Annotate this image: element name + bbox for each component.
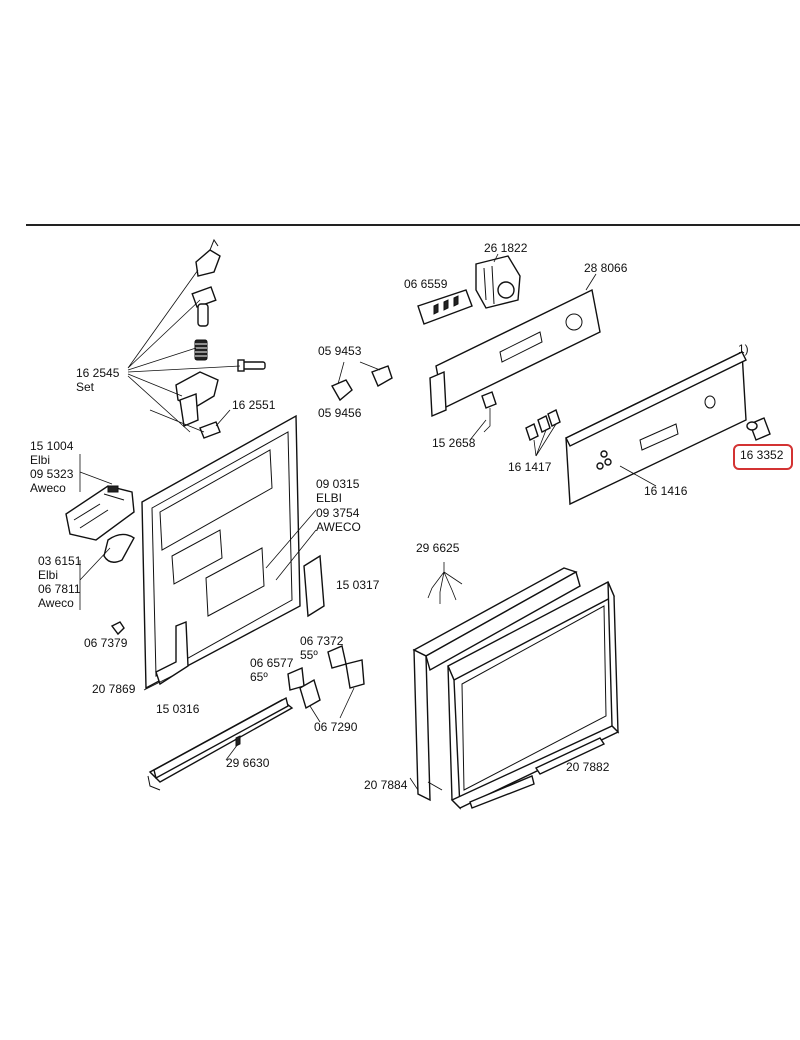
label-261822: 26 1822 — [484, 241, 528, 255]
hinge-set-parts — [175, 238, 266, 439]
label-65-deg: 65º — [250, 670, 268, 684]
label-090315: 09 0315 — [316, 477, 360, 491]
control-panel-frame — [429, 273, 601, 418]
label-aweco-1: Aweco — [30, 481, 66, 495]
door-outer-frame — [412, 567, 581, 802]
door-inner-panel — [141, 414, 325, 691]
control-facia — [565, 350, 747, 506]
knob-part-163352 — [746, 417, 771, 441]
label-152658: 15 2658 — [432, 436, 476, 450]
label-296630: 29 6630 — [226, 756, 270, 770]
switch-parts — [287, 361, 393, 723]
label-207869: 20 7869 — [92, 682, 136, 696]
header-rule — [26, 224, 800, 226]
label-067811: 06 7811 — [38, 582, 81, 596]
label-150316: 15 0316 — [156, 702, 200, 716]
label-036151: 03 6151 — [38, 554, 82, 568]
label-162551: 16 2551 — [232, 398, 276, 412]
label-067372: 06 7372 — [300, 634, 344, 648]
label-55-deg: 55º — [300, 648, 318, 662]
door-inner-frame — [447, 581, 620, 810]
label-elbi-1: Elbi — [30, 453, 51, 467]
programmer-module — [475, 253, 521, 309]
label-elbi-2: Elbi — [38, 568, 59, 582]
label-059456: 05 9456 — [318, 406, 362, 420]
label-059453: 05 9453 — [318, 344, 362, 358]
wiring-harness — [409, 562, 463, 791]
hinge-spring — [194, 339, 208, 361]
label-207884: 20 7884 — [364, 778, 408, 792]
label-footnote-1: 1) — [738, 342, 749, 356]
label-296625: 29 6625 — [416, 541, 460, 555]
label-163352: 16 3352 — [740, 448, 784, 462]
label-aweco-caps: AWECO — [316, 520, 361, 534]
wire-connector — [469, 391, 497, 441]
label-066559: 06 6559 — [404, 277, 448, 291]
label-067290: 06 7290 — [314, 720, 358, 734]
programme-knobs — [525, 409, 657, 487]
label-elbi-caps: ELBI — [316, 491, 343, 505]
label-aweco-2: Aweco — [38, 596, 74, 610]
hinge-leader-lines — [127, 269, 241, 433]
label-150317: 15 0317 — [336, 578, 380, 592]
label-151004: 15 1004 — [30, 439, 74, 453]
door-lock-parts — [65, 454, 135, 636]
label-066577: 06 6577 — [250, 656, 294, 670]
highlight-box-163352 — [733, 444, 793, 470]
label-093754: 09 3754 — [316, 506, 360, 520]
label-095323: 09 5323 — [30, 467, 74, 481]
label-161417: 16 1417 — [508, 460, 552, 474]
label-067379: 06 7379 — [84, 636, 128, 650]
label-set: Set — [76, 380, 95, 394]
label-161416: 16 1416 — [644, 484, 688, 498]
label-288066: 28 8066 — [584, 261, 628, 275]
detergent-indicator-part — [417, 289, 473, 325]
label-207882: 20 7882 — [566, 760, 610, 774]
door-bottom-rail — [147, 696, 294, 791]
label-162545: 16 2545 — [76, 366, 120, 380]
